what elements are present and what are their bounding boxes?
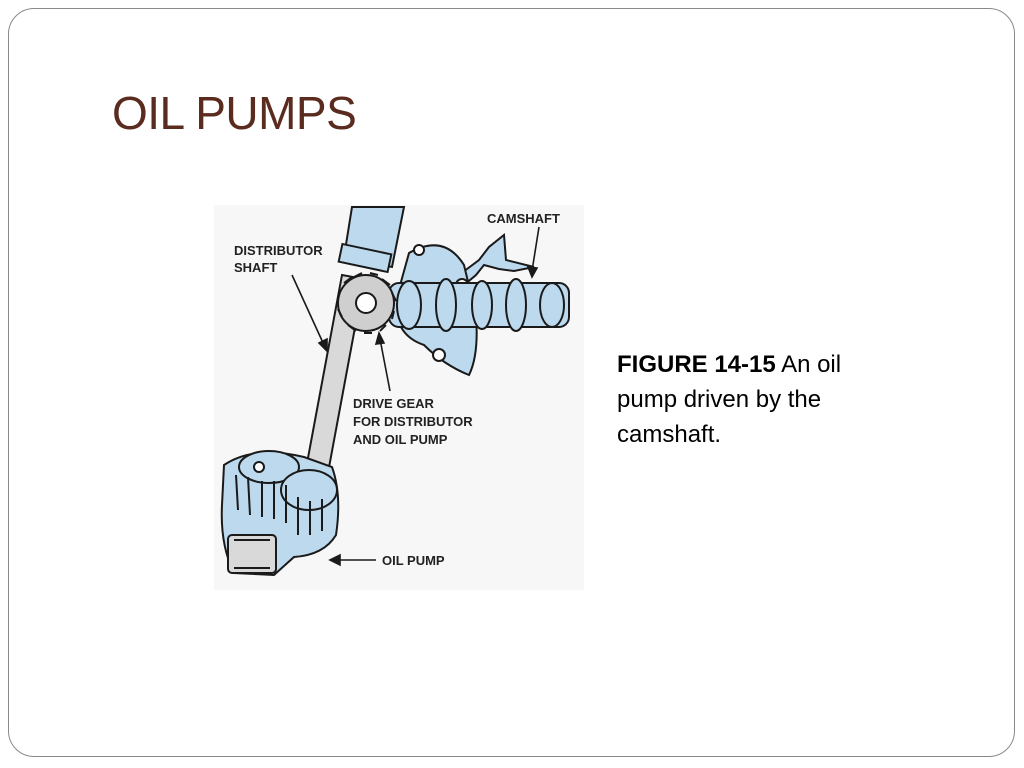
- label-distributor-shaft-line1: DISTRIBUTOR: [234, 243, 323, 258]
- label-drive-gear-line3: AND OIL PUMP: [353, 432, 448, 447]
- camshaft: [388, 278, 570, 332]
- leader-lines: [291, 226, 540, 567]
- engine-block-bracket: [457, 233, 535, 287]
- label-drive-gear-line1: DRIVE GEAR: [353, 396, 435, 411]
- label-distributor-shaft-line2: SHAFT: [234, 260, 277, 275]
- drive-gear: [337, 272, 397, 334]
- figure-number: FIGURE 14-15: [617, 351, 776, 378]
- label-drive-gear-line2: FOR DISTRIBUTOR: [353, 414, 473, 429]
- oil-pump: [220, 450, 340, 577]
- label-oil-pump: OIL PUMP: [382, 553, 445, 568]
- oil-pump-illustration: CAMSHAFT DISTRIBUTOR SHAFT DRIVE GEAR FO…: [214, 205, 584, 590]
- caption-text: An oil pump driven by the camshaft.: [617, 351, 842, 448]
- figure-caption: FIGURE 14-15 An oil pump driven by the c…: [617, 347, 907, 452]
- slide-title: OIL PUMPS: [112, 87, 357, 139]
- label-camshaft: CAMSHAFT: [487, 211, 560, 226]
